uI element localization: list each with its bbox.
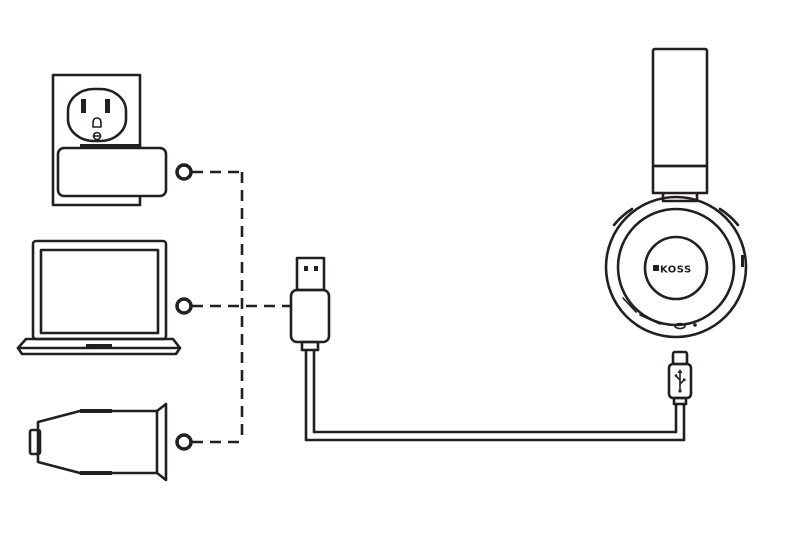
headband-slider bbox=[651, 164, 709, 195]
earcup-outer bbox=[604, 195, 748, 339]
headphone-icon: KOSS bbox=[604, 47, 748, 339]
car-connector-point bbox=[175, 433, 193, 451]
koss-logo: KOSS bbox=[653, 265, 692, 276]
brand-label: KOSS bbox=[660, 265, 692, 276]
usb-cable bbox=[304, 348, 686, 442]
outlet-connector-point bbox=[175, 163, 193, 181]
earcup-center-plate bbox=[643, 235, 709, 301]
usb-c-plug-icon bbox=[667, 350, 693, 406]
wall-charger-icon bbox=[56, 144, 168, 198]
wall-outlet-icon bbox=[51, 73, 142, 207]
usb-symbol-icon bbox=[674, 369, 686, 393]
laptop-icon bbox=[16, 239, 182, 356]
laptop-connector-point bbox=[175, 297, 193, 315]
car-charger-icon bbox=[28, 402, 168, 482]
dashed-connection-lines bbox=[192, 170, 290, 444]
usb-a-plug-icon bbox=[289, 256, 331, 352]
headband bbox=[651, 47, 709, 168]
